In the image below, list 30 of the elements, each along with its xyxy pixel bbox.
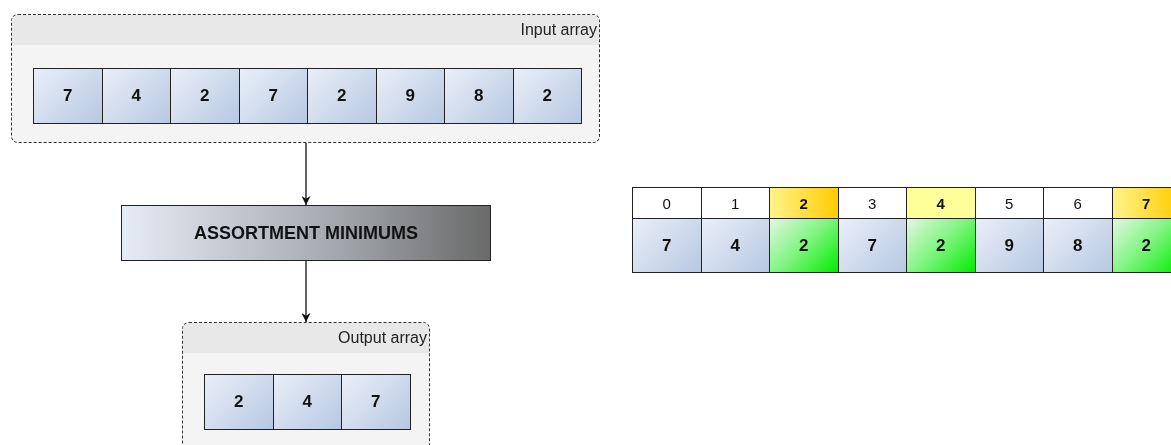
index-cell: 2	[769, 187, 839, 219]
array-cell: 2	[769, 218, 839, 273]
array-cell: 4	[272, 374, 342, 430]
array-cell: 2	[170, 68, 240, 124]
array-cell: 2	[906, 218, 976, 273]
container-title: Output array	[338, 329, 427, 347]
array-cell: 7	[632, 218, 702, 273]
arrow	[301, 142, 311, 206]
array-cell: 7	[837, 218, 907, 273]
array-container	[182, 322, 430, 445]
array-cell: 4	[700, 218, 770, 273]
array-cell: 2	[307, 68, 377, 124]
arrow	[301, 260, 311, 323]
array-cell: 2	[1111, 218, 1171, 273]
array-cell: 9	[375, 68, 445, 124]
array-cell: 4	[101, 68, 171, 124]
container-title: Input array	[520, 21, 597, 39]
array-cell: 7	[33, 68, 103, 124]
index-cell: 4	[906, 187, 976, 219]
index-cell: 0	[632, 187, 702, 219]
array-cell: 9	[974, 218, 1044, 273]
index-cell: 7	[1111, 187, 1171, 219]
array-cell: 7	[341, 374, 411, 430]
array-cell: 2	[512, 68, 582, 124]
process-box: ASSORTMENT MINIMUMS	[121, 205, 491, 261]
array-cell: 2	[204, 374, 274, 430]
array-container	[11, 14, 600, 143]
array-cell: 7	[238, 68, 308, 124]
array-cell: 8	[444, 68, 514, 124]
array-cell: 8	[1043, 218, 1113, 273]
